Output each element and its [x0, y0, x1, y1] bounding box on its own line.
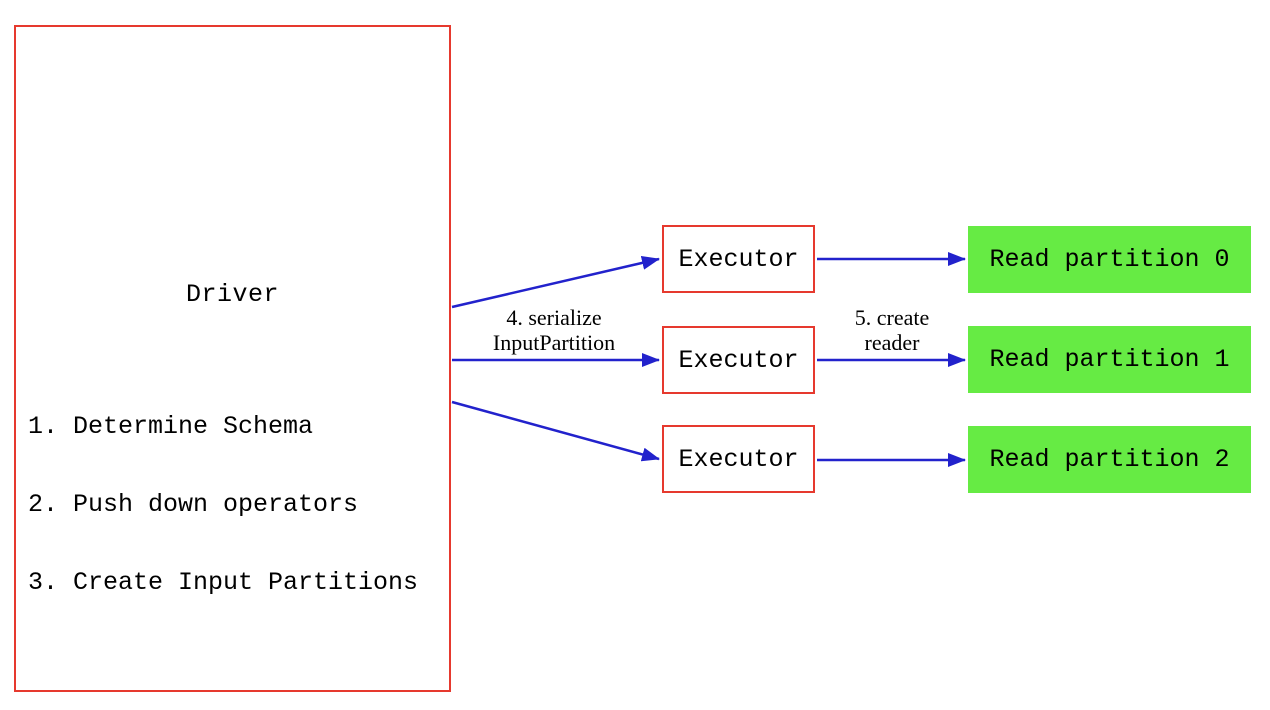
read-partition-box-2: Read partition 2	[968, 426, 1251, 493]
executor-label-2: Executor	[678, 444, 799, 474]
driver-step-1: 1. Determine Schema	[28, 412, 314, 441]
executor-box-1: Executor	[662, 326, 815, 394]
edge-label-serialize-line2: InputPartition	[492, 330, 616, 355]
read-partition-box-0: Read partition 0	[968, 226, 1251, 293]
edge-label-create-reader: 5. create reader	[782, 305, 1002, 355]
executor-label-0: Executor	[678, 244, 799, 274]
read-partition-label-1: Read partition 1	[989, 345, 1230, 374]
driver-step-3: 3. Create Input Partitions	[28, 568, 419, 597]
driver-step-2: 2. Push down operators	[28, 490, 359, 519]
read-partition-box-1: Read partition 1	[968, 326, 1251, 393]
executor-box-0: Executor	[662, 225, 815, 293]
read-partition-label-0: Read partition 0	[989, 245, 1230, 274]
edge-label-create-line1: 5. create	[854, 305, 930, 330]
edge-label-serialize-input-partition: 4. serialize InputPartition	[444, 305, 664, 355]
edge-label-create-line2: reader	[864, 330, 920, 355]
driver-box	[14, 25, 451, 692]
arrow-driver-to-executor-2	[451, 400, 660, 462]
executor-label-1: Executor	[678, 345, 799, 375]
driver-steps: 1. Determine Schema 2. Push down operato…	[28, 362, 418, 648]
edge-label-serialize-line1: 4. serialize	[506, 305, 602, 330]
read-partition-label-2: Read partition 2	[989, 445, 1230, 474]
executor-box-2: Executor	[662, 425, 815, 493]
arrow-driver-to-executor-0	[451, 256, 660, 309]
driver-title: Driver	[185, 280, 279, 309]
